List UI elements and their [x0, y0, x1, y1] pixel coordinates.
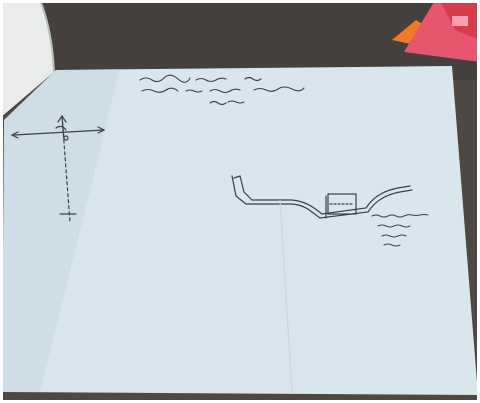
folder-tab [452, 16, 468, 26]
